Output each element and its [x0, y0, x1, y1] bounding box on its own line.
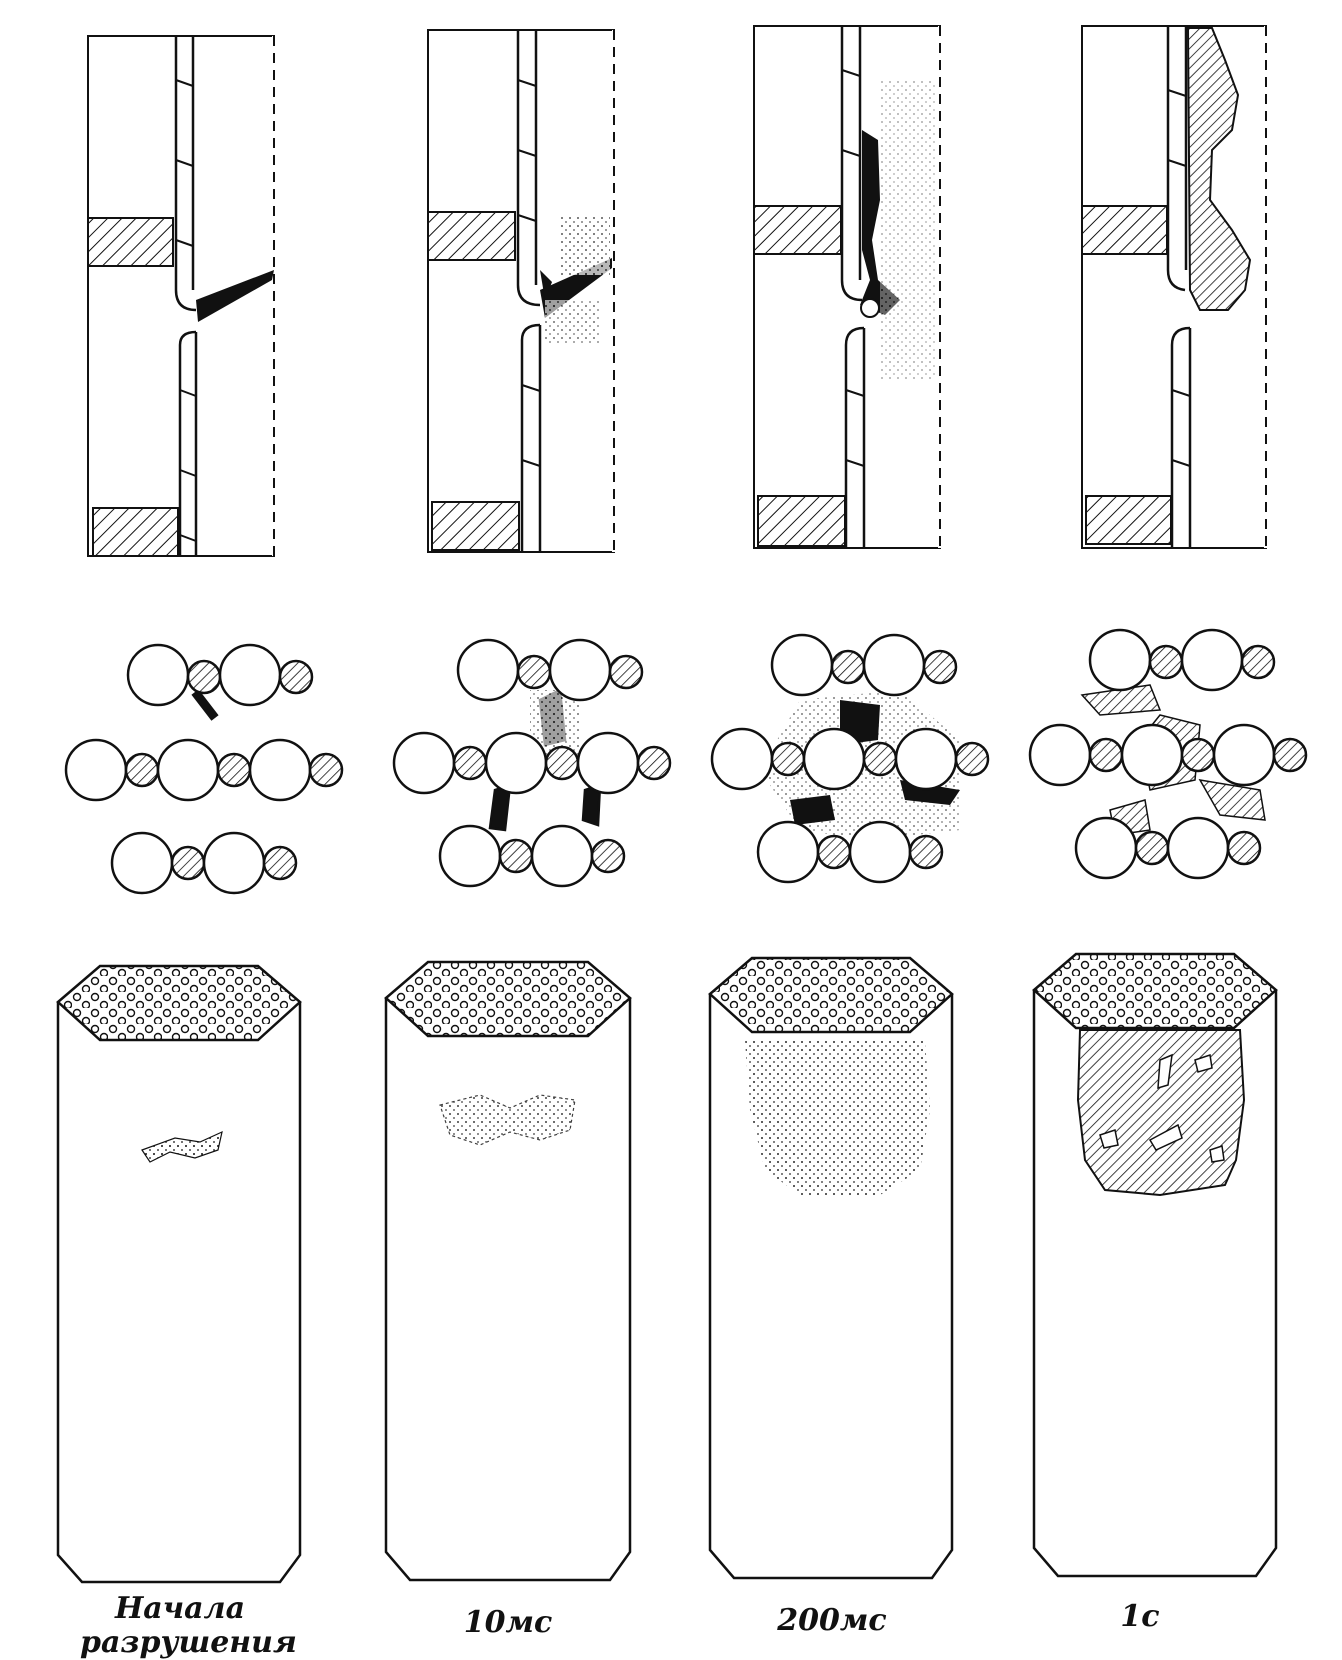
section-panel-200ms	[753, 25, 942, 549]
caption-start-line-1: Начала	[114, 1591, 246, 1626]
section-panel-start	[87, 35, 276, 557]
caption-10ms-line-1: 10мс	[463, 1605, 553, 1640]
particle-diagram-1s	[1028, 628, 1308, 880]
caption-1s: 1с	[1070, 1600, 1210, 1634]
caption-200ms-line-1: 200мс	[777, 1603, 887, 1638]
caption-200ms: 200мс	[742, 1604, 922, 1638]
assembly-1s	[1032, 952, 1278, 1578]
particle-diagram-200ms	[710, 633, 990, 884]
caption-10ms: 10мс	[418, 1606, 598, 1640]
caption-start: Начала разрушения	[80, 1591, 297, 1660]
particle-diagram-10ms	[392, 638, 672, 888]
caption-1s-line-1: 1с	[1120, 1599, 1160, 1634]
assembly-200ms	[708, 956, 954, 1580]
caption-start-line-2: разрушения	[80, 1625, 297, 1660]
assembly-start	[56, 964, 302, 1584]
assembly-10ms	[384, 960, 632, 1582]
section-panel-1s	[1081, 25, 1268, 549]
section-panel-10ms	[427, 29, 616, 553]
particle-diagram-start	[64, 643, 344, 895]
